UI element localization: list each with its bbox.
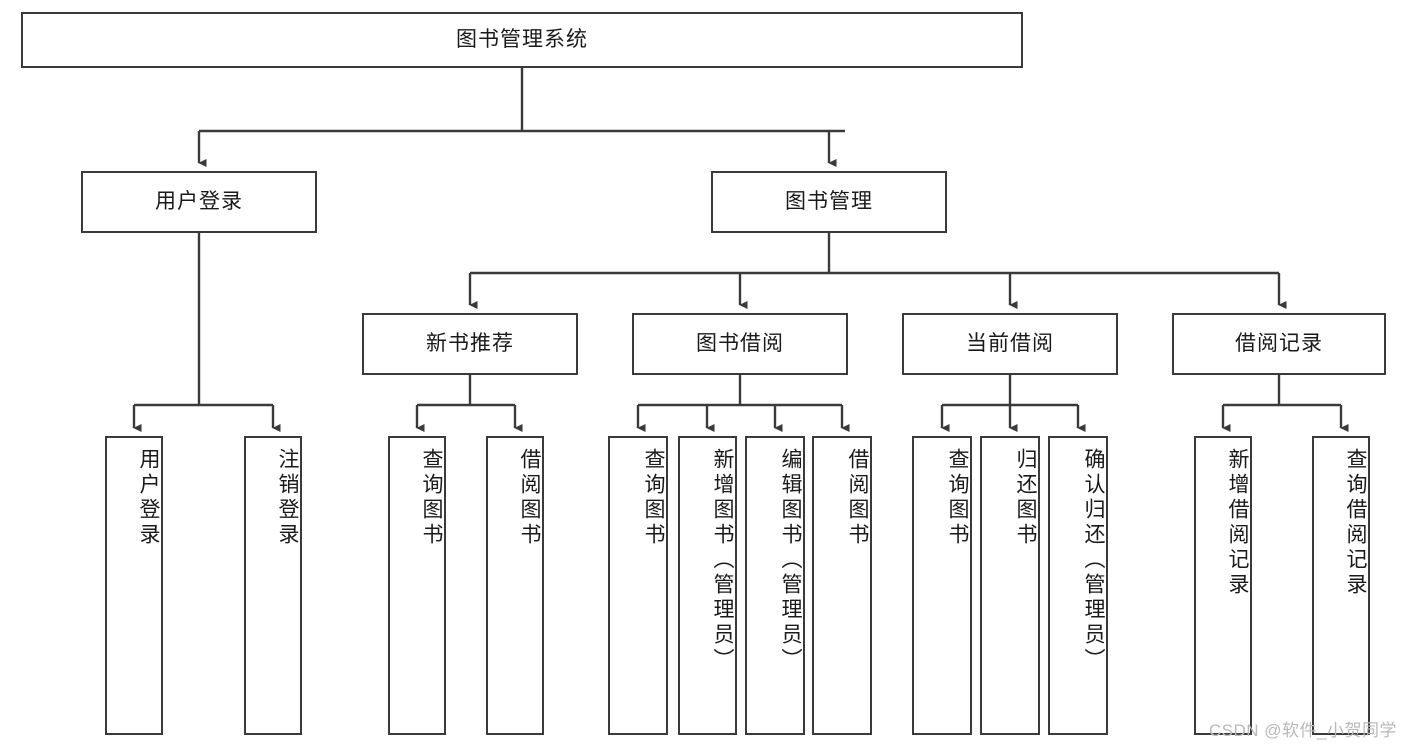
leaf-confirm-return-admin[interactable]: 确认归还（管理员） — [1048, 436, 1108, 735]
node-label: 借阅记录 — [1235, 332, 1323, 356]
node-book-borrow[interactable]: 图书借阅 — [632, 313, 848, 375]
node-label: 确认归还（管理员） — [1082, 448, 1105, 673]
node-label: 查询借阅记录 — [1344, 448, 1367, 598]
node-borrow-record[interactable]: 借阅记录 — [1172, 313, 1386, 375]
node-label: 归还图书 — [1014, 448, 1037, 548]
node-root[interactable]: 图书管理系统 — [21, 12, 1023, 68]
leaf-edit-book-admin[interactable]: 编辑图书（管理员） — [745, 436, 805, 735]
node-label: 图书管理系统 — [456, 28, 588, 52]
node-label: 图书借阅 — [696, 332, 784, 356]
leaf-user-login[interactable]: 用户登录 — [105, 436, 163, 735]
leaf-add-book-admin[interactable]: 新增图书（管理员） — [678, 436, 737, 735]
node-new-book-recommend[interactable]: 新书推荐 — [362, 313, 578, 375]
watermark: CSDN @软件_小贺同学 — [1208, 721, 1397, 740]
node-book-management[interactable]: 图书管理 — [711, 171, 947, 233]
leaf-query-books-current[interactable]: 查询图书 — [912, 436, 972, 735]
node-label: 用户登录 — [155, 190, 243, 214]
leaf-borrow-books-recommend[interactable]: 借阅图书 — [486, 436, 544, 735]
leaf-query-books-borrow[interactable]: 查询图书 — [608, 436, 668, 735]
node-label: 查询图书 — [642, 448, 665, 548]
node-label: 新书推荐 — [426, 332, 514, 356]
node-label: 新增借阅记录 — [1226, 448, 1249, 598]
leaf-logout-login[interactable]: 注销登录 — [244, 436, 302, 735]
node-label: 借阅图书 — [846, 448, 869, 548]
node-label: 当前借阅 — [966, 332, 1054, 356]
leaf-query-borrow-record[interactable]: 查询借阅记录 — [1312, 436, 1370, 735]
leaf-query-books-recommend[interactable]: 查询图书 — [388, 436, 446, 735]
node-label: 查询图书 — [420, 448, 443, 548]
node-label: 查询图书 — [946, 448, 969, 548]
node-label: 借阅图书 — [518, 448, 541, 548]
node-current-borrow[interactable]: 当前借阅 — [902, 313, 1118, 375]
node-label: 编辑图书（管理员） — [779, 448, 802, 673]
node-label: 新增图书（管理员） — [711, 448, 734, 673]
leaf-borrow-books-borrow[interactable]: 借阅图书 — [812, 436, 872, 735]
node-label: 用户登录 — [137, 448, 160, 548]
node-label: 图书管理 — [785, 190, 873, 214]
leaf-add-borrow-record[interactable]: 新增借阅记录 — [1194, 436, 1252, 735]
leaf-return-books[interactable]: 归还图书 — [980, 436, 1040, 735]
node-label: 注销登录 — [276, 448, 299, 548]
node-user-login[interactable]: 用户登录 — [81, 171, 317, 233]
